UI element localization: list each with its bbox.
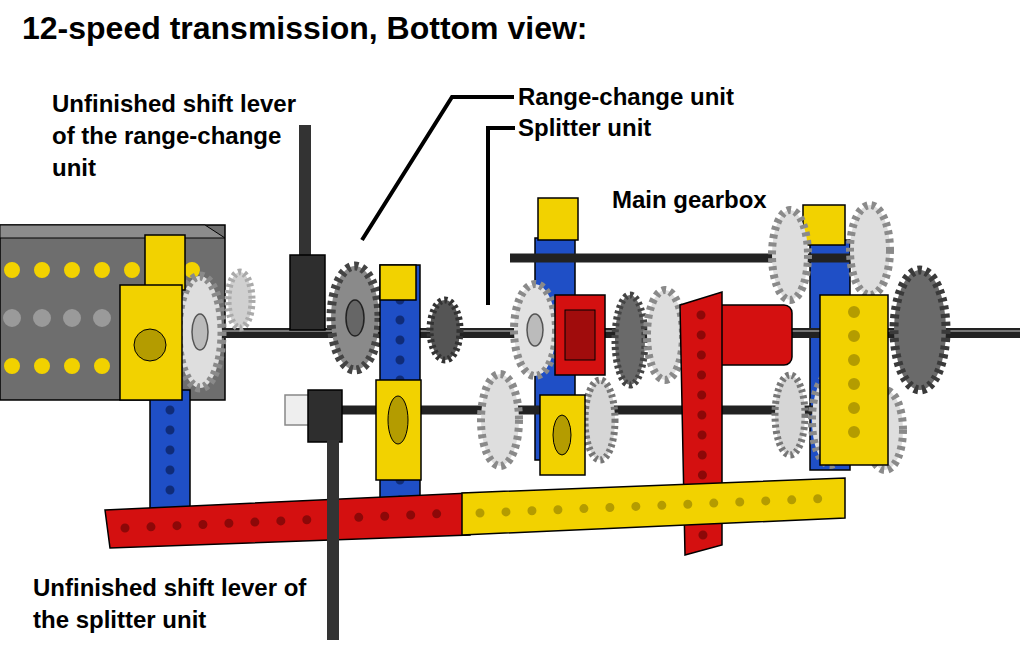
leader-line (362, 97, 514, 240)
beam-holes (166, 410, 175, 500)
gear (850, 205, 890, 295)
gear-hub (527, 314, 543, 346)
part-label: Main gearbox (612, 184, 767, 216)
yellow-beam (462, 478, 845, 535)
blue-beam (150, 390, 190, 510)
part-label: Range-change unit (518, 81, 734, 113)
gear (894, 270, 946, 390)
shift-lever-axle (327, 440, 339, 640)
gear (430, 300, 460, 360)
yellow-brick (120, 285, 182, 400)
gear (775, 375, 805, 455)
gear (481, 374, 519, 466)
yellow-beam (820, 295, 888, 465)
yellow-brick (538, 198, 578, 240)
gear (615, 295, 645, 385)
gray-brick-top (0, 225, 225, 238)
title: 12-speed transmission, Bottom view: (22, 9, 587, 47)
brick-hole (553, 415, 571, 455)
yellow-brick (540, 395, 585, 475)
gear (647, 290, 683, 380)
leader-line (488, 128, 515, 305)
red-brick-recess (565, 310, 595, 360)
gear (514, 284, 556, 376)
gear-hub (346, 300, 364, 336)
yellow-brick (376, 380, 421, 480)
yellow-brick (145, 235, 185, 290)
yellow-brick (803, 205, 845, 245)
shift-lever-connector (290, 255, 325, 330)
beam-holes (480, 498, 835, 513)
gear-hub (192, 314, 208, 350)
brick-hole (134, 329, 166, 361)
gear (178, 276, 222, 388)
gear (585, 380, 615, 460)
part-label: Unfinished shift lever of the range-chan… (52, 88, 302, 184)
red-brick (555, 295, 605, 375)
gear (772, 210, 808, 300)
gear (228, 272, 252, 328)
red-beam (105, 493, 470, 548)
beam-holes (125, 513, 455, 528)
shift-lever-connector (308, 390, 342, 442)
yellow-brick (380, 265, 416, 300)
white-connector (285, 395, 311, 425)
shift-lever-axle (299, 125, 311, 260)
part-label: Unfinished shift lever of the splitter u… (33, 572, 333, 636)
brick-hole (388, 396, 408, 444)
gear (331, 266, 379, 370)
part-label: Splitter unit (518, 112, 651, 144)
gray-brick (0, 225, 225, 400)
gear-group (178, 205, 946, 470)
beam-holes (848, 312, 860, 450)
